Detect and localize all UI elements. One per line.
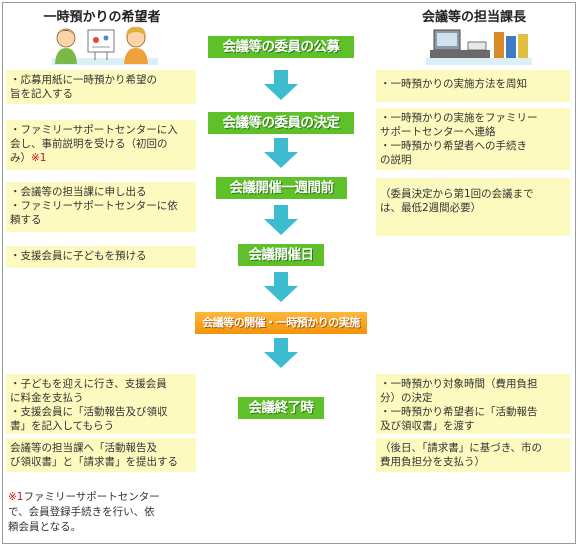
right-column-header: 会議等の担当課長	[421, 10, 526, 25]
step-meeting-and-childcare: 会議等の開催・一時預かりの実施	[195, 312, 367, 334]
left-box-submit: 会議等の担当課へ「活動報告及 び領収書」と「請求書」を提出する	[6, 438, 196, 472]
step-week-before: 会議開催一週間前	[216, 177, 347, 199]
down-arrow-icon	[264, 138, 298, 168]
office-desk-illustration	[426, 29, 532, 65]
down-arrow-icon	[264, 338, 298, 368]
left-box-request: ・会議等の担当課に申し出る ・ファミリーサポートセンターに依 頼する	[6, 182, 196, 232]
left-column-header: 一時預かりの希望者	[43, 10, 161, 25]
right-box-contact-center: ・一時預かりの実施をファミリー サポートセンターへ連絡 ・一時預かり希望者への手…	[376, 108, 570, 170]
people-illustration	[52, 26, 158, 65]
right-box-two-weeks-note: （委員決定から第1回の会議まで は、最低2週間必要）	[376, 178, 570, 236]
down-arrow-icon	[264, 205, 298, 235]
left-box-application: ・応募用紙に一時預かり希望の 旨を記入する	[6, 70, 196, 104]
step-meeting-day: 会議開催日	[238, 244, 324, 266]
down-arrow-icon	[264, 70, 298, 100]
right-box-announce: ・一時預かりの実施方法を周知	[376, 70, 570, 102]
left-box-join-center: ・ファミリーサポートセンターに入 会し、事前説明を受ける（初回の み）※1	[6, 120, 196, 170]
footnote: ※1ファミリーサポートセンター で、会員登録手続きを行い、依 頼会員となる。	[8, 491, 160, 533]
down-arrow-icon	[264, 272, 298, 302]
right-box-decide-time: ・一時預かり対象時間（費用負担 分）の決定 ・一時預かり希望者に「活動報告 及び…	[376, 374, 570, 434]
right-box-payment: （後日、「請求書」に基づき、市の 費用負担分を支払う）	[376, 438, 570, 472]
left-box-drop-off: ・支援会員に子どもを預ける	[6, 246, 196, 268]
footnote-reference: ※1	[31, 152, 47, 164]
left-box-pick-up: ・子どもを迎えに行き、支援会員 に料金を支払う ・支援会員に「活動報告及び領収 …	[6, 374, 196, 434]
step-meeting-end: 会議終了時	[238, 397, 324, 419]
step-recruitment: 会議等の委員の公募	[208, 36, 354, 58]
step-member-decision: 会議等の委員の決定	[208, 112, 354, 134]
